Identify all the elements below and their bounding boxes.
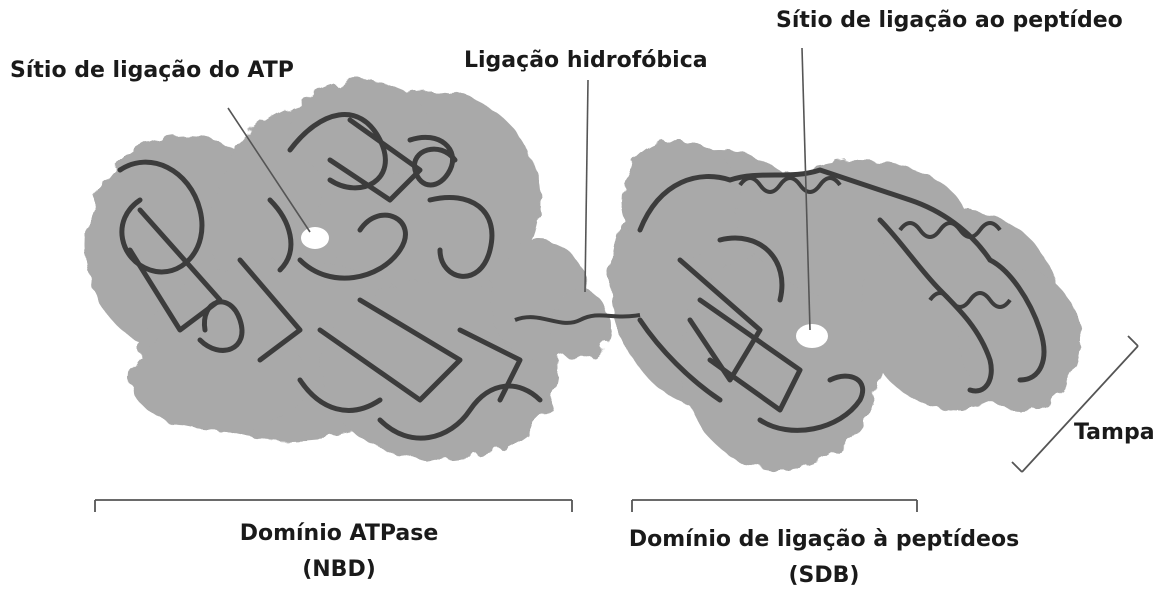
nbd-bracket: [95, 500, 572, 512]
hydrophobic-link-leader: [585, 80, 588, 292]
atpase-domain-abbrev: (NBD): [224, 552, 454, 588]
sbd-bracket: [632, 500, 917, 512]
lid-label: Tampa: [1074, 420, 1155, 445]
sbd-surface: [610, 140, 1080, 470]
peptide-binding-site-label: Sítio de ligação ao peptídeo: [776, 8, 1123, 33]
atp-binding-pocket: [301, 227, 329, 249]
peptide-domain-title: Domínio de ligação à peptídeos: [604, 522, 1044, 558]
atp-binding-site-label: Sítio de ligação do ATP: [10, 58, 294, 83]
peptide-domain-abbrev: (SDB): [604, 558, 1044, 594]
atpase-domain-title: Domínio ATPase: [224, 516, 454, 552]
linker-surface: [550, 290, 610, 360]
peptide-binding-pocket: [796, 324, 828, 348]
atpase-domain-label: Domínio ATPase (NBD): [224, 516, 454, 588]
hydrophobic-link-label: Ligação hidrofóbica: [464, 48, 708, 73]
peptide-domain-label: Domínio de ligação à peptídeos (SDB): [604, 522, 1044, 594]
